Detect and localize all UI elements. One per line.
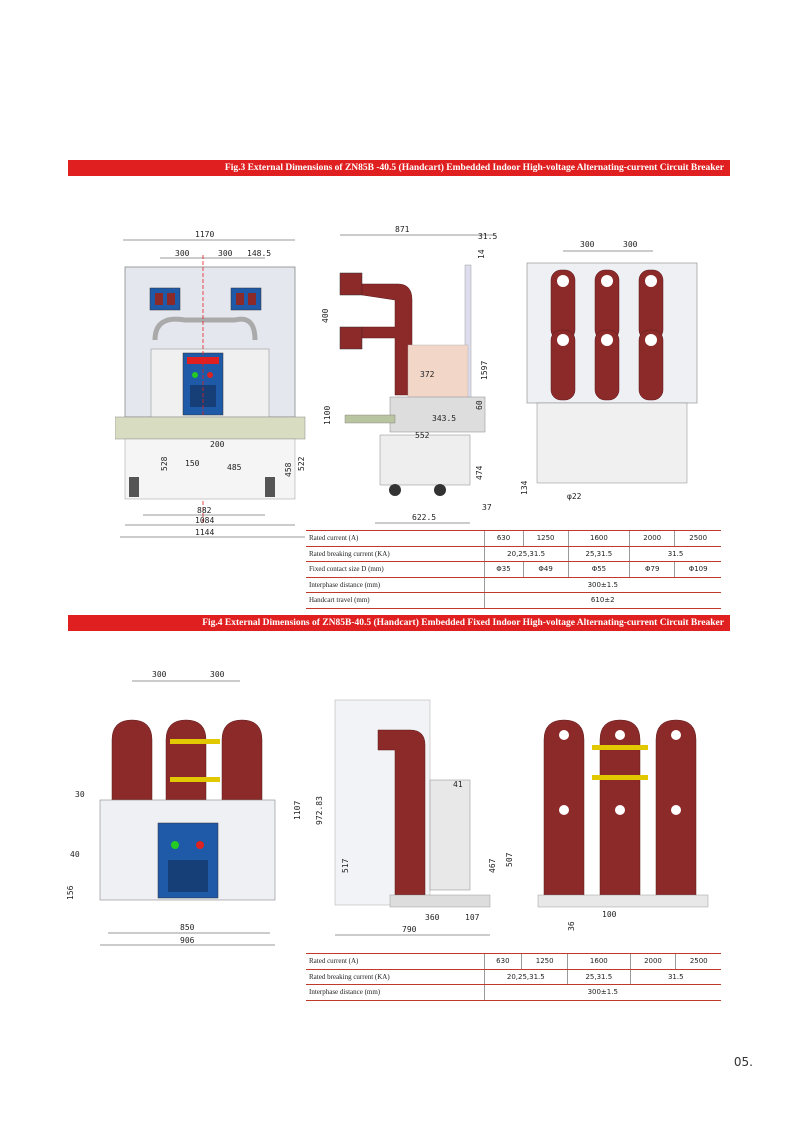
svg-text:906: 906 xyxy=(180,936,195,945)
svg-text:1084: 1084 xyxy=(195,516,214,525)
svg-text:36: 36 xyxy=(567,921,576,931)
svg-text:31.5: 31.5 xyxy=(478,232,497,241)
svg-text:850: 850 xyxy=(180,923,195,932)
fig4-front-view: 300 300 30 40 156 850 906 xyxy=(66,670,276,946)
svg-text:300: 300 xyxy=(623,240,638,249)
svg-text:343.5: 343.5 xyxy=(432,414,456,423)
table-row: Rated breaking current (KA) 20,25,31.5 2… xyxy=(306,546,721,562)
svg-text:360: 360 xyxy=(425,913,440,922)
table-row: Rated breaking current (KA) 20,25,31.5 2… xyxy=(306,969,721,985)
svg-text:φ22: φ22 xyxy=(567,492,582,501)
svg-text:300: 300 xyxy=(218,249,233,258)
fig4-rear-view: 100 36 xyxy=(537,719,709,931)
fig4-title-banner: Fig.4 External Dimensions of ZN85B-40.5 … xyxy=(68,615,730,631)
svg-text:400: 400 xyxy=(321,308,330,323)
fig3-side-view: 871 31.5 14 400 1597 372 1100 343.5 60 5… xyxy=(321,225,497,524)
svg-text:1597: 1597 xyxy=(480,361,489,380)
fig4-side-view: 1107 972.83 400 41 517 467 507 360 107 7… xyxy=(293,699,514,936)
table-row: Handcart travel (mm) 610±2 xyxy=(306,592,721,609)
svg-text:528: 528 xyxy=(160,456,169,471)
svg-text:467: 467 xyxy=(488,858,497,873)
fig3-front-view: 1170 300 300 148.5 200 150 485 528 458 5… xyxy=(115,230,306,538)
svg-text:150: 150 xyxy=(185,459,200,468)
svg-text:300: 300 xyxy=(580,240,595,249)
svg-text:100: 100 xyxy=(602,910,617,919)
svg-text:622.5: 622.5 xyxy=(412,513,436,522)
svg-text:200: 200 xyxy=(210,440,225,449)
svg-text:300: 300 xyxy=(210,670,225,679)
fig4-spec-table: Rated current (A) 630 1250 1600 2000 250… xyxy=(306,953,721,1001)
svg-text:40: 40 xyxy=(70,850,80,859)
svg-text:458: 458 xyxy=(284,462,293,477)
svg-text:107: 107 xyxy=(465,913,480,922)
svg-text:60: 60 xyxy=(475,400,484,410)
svg-text:37: 37 xyxy=(482,503,492,512)
svg-text:134: 134 xyxy=(520,480,529,495)
svg-text:300: 300 xyxy=(152,670,167,679)
svg-text:552: 552 xyxy=(415,431,430,440)
svg-text:485: 485 xyxy=(227,463,242,472)
svg-text:522: 522 xyxy=(297,456,306,471)
svg-text:156: 156 xyxy=(66,885,75,900)
svg-text:41: 41 xyxy=(453,780,463,789)
fig3-rear-view: 300 300 134 φ22 xyxy=(520,240,698,501)
svg-text:300: 300 xyxy=(175,249,190,258)
table-row: Rated current (A) 630 1250 1600 2000 250… xyxy=(306,953,721,970)
svg-text:14: 14 xyxy=(477,249,486,259)
svg-text:372: 372 xyxy=(420,370,435,379)
svg-text:1170: 1170 xyxy=(195,230,214,239)
svg-text:1144: 1144 xyxy=(195,528,214,537)
svg-text:507: 507 xyxy=(505,852,514,867)
rated-current-label: Rated current (A) xyxy=(306,530,484,547)
svg-text:1100: 1100 xyxy=(323,406,332,425)
table-row: Fixed contact size D (mm) Φ35 Φ49 Φ55 Φ7… xyxy=(306,561,721,578)
table-row: Interphase distance (mm) 300±1.5 xyxy=(306,984,721,1001)
svg-text:871: 871 xyxy=(395,225,410,234)
fig3-spec-table: Rated current (A) 630 1250 1600 2000 250… xyxy=(306,530,721,609)
svg-text:30: 30 xyxy=(75,790,85,799)
table-row: Interphase distance (mm) 300±1.5 xyxy=(306,577,721,593)
table-row: Rated current (A) 630 1250 1600 2000 250… xyxy=(306,530,721,547)
svg-text:790: 790 xyxy=(402,925,417,934)
svg-text:972.83: 972.83 xyxy=(315,796,324,825)
svg-text:474: 474 xyxy=(475,465,484,480)
svg-text:148.5: 148.5 xyxy=(247,249,271,258)
svg-text:517: 517 xyxy=(341,858,350,873)
page-number: 05. xyxy=(733,1055,753,1069)
svg-text:1107: 1107 xyxy=(293,801,302,820)
svg-text:882: 882 xyxy=(197,506,212,515)
fig3-title-banner: Fig.3 External Dimensions of ZN85B -40.5… xyxy=(68,160,730,176)
